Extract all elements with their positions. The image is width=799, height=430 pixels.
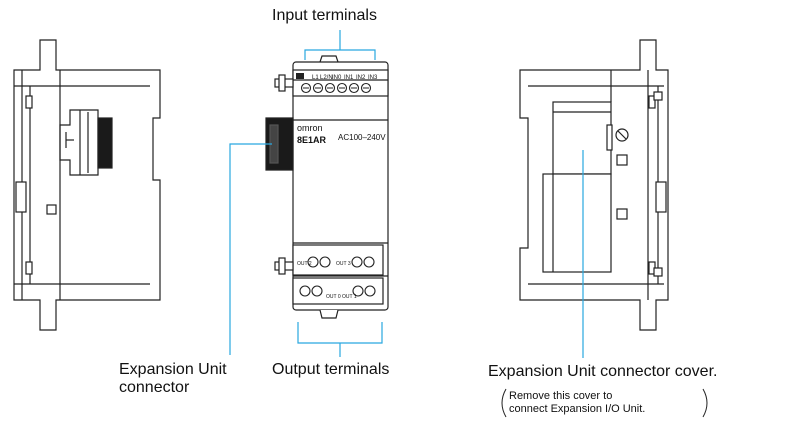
expansion-connector-label-line1: Expansion Unit xyxy=(119,361,227,378)
output-screw xyxy=(299,285,311,297)
output-screw xyxy=(351,256,363,268)
output-screw xyxy=(363,256,375,268)
terminal-label: L2/N xyxy=(320,75,333,81)
output-label: OUT 0 xyxy=(326,294,341,300)
output-screw xyxy=(307,256,319,268)
terminal-label: IN2 xyxy=(356,75,366,81)
output-screw xyxy=(319,256,331,268)
front-view xyxy=(265,55,389,319)
cover-note-line1: Remove this cover to xyxy=(509,390,613,402)
output-label: OUT 1 xyxy=(342,294,357,300)
terminal-label: IN3 xyxy=(368,75,378,81)
terminal-label: IN0 xyxy=(332,75,342,81)
input-terminals-bracket xyxy=(304,30,376,60)
cover-note-line2: connect Expansion I/O Unit. xyxy=(509,403,646,415)
right-side-view xyxy=(519,39,669,331)
expansion-connector-label-line2: connector xyxy=(119,379,190,396)
cover-note-brackets xyxy=(501,388,708,418)
input-terminals-label: Input terminals xyxy=(272,7,377,24)
output-terminals-label: Output terminals xyxy=(272,361,390,378)
output-label: OUT 2 xyxy=(297,261,312,267)
cover-note: Remove this cover to connect Expansion I… xyxy=(497,386,712,420)
left-side-view xyxy=(13,39,161,331)
model-label: 8E1AR xyxy=(297,135,327,145)
terminal-label: L1 xyxy=(312,75,319,81)
output-terminal-screws xyxy=(299,256,376,297)
output-terminals-bracket xyxy=(297,322,383,357)
output-screw xyxy=(352,285,364,297)
output-label: OUT 3 xyxy=(336,261,351,267)
brand-logo: omron xyxy=(297,123,323,133)
connector-cover-label: Expansion Unit connector cover. xyxy=(488,363,718,380)
input-terminal-screws xyxy=(300,82,372,94)
expansion-connector-leader xyxy=(229,143,272,355)
output-screw xyxy=(364,285,376,297)
power-label: AC100–240V xyxy=(338,133,386,142)
terminal-label: IN1 xyxy=(344,75,354,81)
output-screw xyxy=(311,285,323,297)
